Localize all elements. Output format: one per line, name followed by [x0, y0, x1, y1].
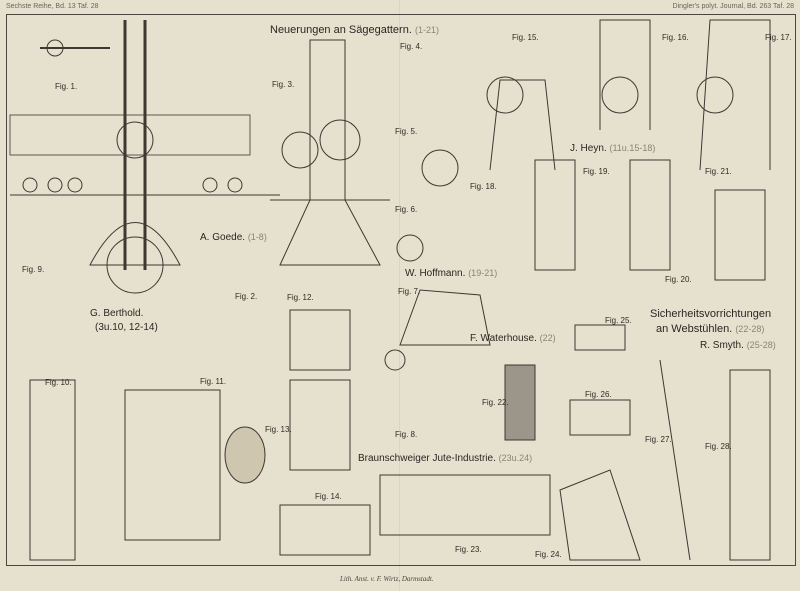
fig-label: Fig. 1.	[55, 82, 78, 91]
fig-1-drawing	[9, 20, 280, 294]
fig-20-drawing	[629, 159, 671, 271]
fig-5-wheel	[421, 149, 459, 187]
fig-19-drawing	[534, 159, 576, 271]
fig-label: Fig. 28.	[705, 442, 732, 451]
fig-23-drawing	[379, 474, 551, 536]
main-title: Neuerungen an Sägegattern. (1-21)	[270, 24, 439, 36]
fig-label: Fig. 17.	[765, 33, 792, 42]
fig-label: Fig. 24.	[535, 550, 562, 559]
fig-3-drawing	[270, 39, 390, 266]
fig-21-drawing	[714, 189, 766, 281]
fig-label: Fig. 20.	[665, 275, 692, 284]
fig-14-drawing	[279, 504, 371, 556]
fig-label: Fig. 19.	[583, 167, 610, 176]
attribution-jute: Braunschweiger Jute-Industrie. (23u.24)	[358, 453, 533, 464]
attribution-hoffmann: W. Hoffmann. (19-21)	[405, 268, 498, 279]
attribution-berthold-range: (3u.10, 12-14)	[95, 322, 158, 333]
fig-25-drawing	[574, 324, 626, 351]
fig-label: Fig. 9.	[22, 265, 45, 274]
fig-label: Fig. 13.	[265, 425, 292, 434]
fig-28-drawing	[729, 369, 771, 561]
fig-13-drawing	[289, 379, 351, 471]
fig-label: Fig. 5.	[395, 127, 418, 136]
attribution-goede: A. Goede. (1-8)	[200, 232, 267, 243]
fig-label: Fig. 7.	[398, 287, 421, 296]
header-left: Sechste Reihe, Bd. 13 Taf. 28	[6, 3, 99, 10]
fig-label: Fig. 14.	[315, 492, 342, 501]
fig-label: Fig. 11.	[200, 377, 227, 386]
attribution-smyth: R. Smyth. (25-28)	[700, 340, 776, 351]
safety-title-1: Sicherheitsvorrichtungen	[650, 308, 772, 320]
fig-label: Fig. 22.	[482, 398, 509, 407]
fig-26-drawing	[569, 399, 631, 436]
fig-label: Fig. 10.	[45, 378, 72, 387]
fig-label: Fig. 26.	[585, 390, 612, 399]
fig-label: Fig. 12.	[287, 293, 314, 302]
fig-15-17-drawings	[486, 19, 771, 171]
attribution-berthold: G. Berthold.	[90, 308, 144, 319]
fig-label: Fig. 16.	[662, 33, 689, 42]
fig-label: Fig. 4.	[400, 42, 423, 51]
attribution-heyn: J. Heyn. (11u.15-18)	[570, 143, 656, 154]
lithographer-imprint: Lith. Anst. v. F. Wirtz, Darmstadt.	[340, 575, 434, 583]
fig-10-drawing	[29, 379, 76, 561]
fig-label: Fig. 3.	[272, 80, 295, 89]
page-fold	[399, 0, 401, 591]
safety-title-2: an Webstühlen. (22-28)	[656, 323, 765, 335]
fig-label: Fig. 8.	[395, 430, 418, 439]
fig-27-drawing	[659, 359, 691, 561]
fig-label: Fig. 25.	[605, 316, 632, 325]
plate-frame	[6, 14, 796, 566]
fig-7-drawing	[399, 289, 491, 346]
fig-label: Fig. 21.	[705, 167, 732, 176]
fig-24-drawing	[559, 469, 641, 561]
fig-11-drawing	[124, 389, 221, 541]
fig-label: Fig. 27.	[645, 435, 672, 444]
fig-12-drawing	[289, 309, 351, 371]
fig-label: Fig. 15.	[512, 33, 539, 42]
attribution-waterhouse: F. Waterhouse. (22)	[470, 333, 556, 344]
fig-label: Fig. 23.	[455, 545, 482, 554]
fig-label: Fig. 18.	[470, 182, 497, 191]
header-right: Dingler's polyt. Journal, Bd. 263 Taf. 2…	[672, 3, 794, 10]
fig-6-wheel	[396, 234, 424, 262]
fig-22-drawing	[504, 364, 536, 441]
fig-label: Fig. 6.	[395, 205, 418, 214]
fig-label: Fig. 2.	[235, 292, 258, 301]
